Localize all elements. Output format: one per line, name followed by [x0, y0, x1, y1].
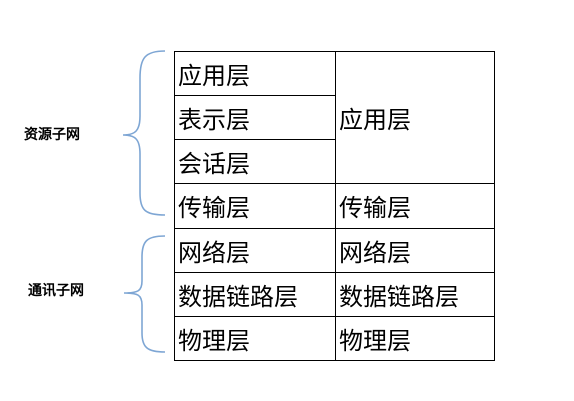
comm-subnet-brace — [123, 235, 166, 353]
tcpip-transport-layer: 传输层 — [335, 183, 495, 229]
osi-datalink-layer: 数据链路层 — [174, 271, 336, 317]
osi-session-layer: 会话层 — [174, 139, 336, 185]
tcpip-datalink-layer: 数据链路层 — [335, 271, 495, 317]
comm-subnet-label: 通讯子网 — [28, 283, 84, 299]
osi-transport-layer: 传输层 — [174, 183, 336, 229]
table-row: 网络层 网络层 — [174, 227, 495, 273]
layer-comparison-table: 应用层 应用层 表示层 会话层 传输层 传输层 网络层 网络层 数据链路层 数据… — [174, 50, 495, 362]
osi-presentation-layer: 表示层 — [174, 95, 336, 141]
tcpip-network-layer: 网络层 — [335, 227, 495, 273]
table-row: 表示层 — [174, 95, 495, 141]
osi-network-layer: 网络层 — [174, 227, 336, 273]
table-row: 数据链路层 数据链路层 — [174, 271, 495, 317]
tcpip-physical-layer: 物理层 — [335, 315, 495, 362]
table-row: 传输层 传输层 — [174, 183, 495, 229]
osi-physical-layer: 物理层 — [174, 315, 336, 362]
table-row: 会话层 — [174, 139, 495, 185]
osi-application-layer: 应用层 — [174, 50, 336, 97]
resource-subnet-brace — [122, 50, 166, 216]
tcpip-application-layer: 应用层 — [335, 50, 495, 185]
table-row: 应用层 应用层 — [174, 50, 495, 185]
resource-subnet-label: 资源子网 — [24, 127, 80, 143]
table-row: 物理层 物理层 — [174, 315, 495, 362]
